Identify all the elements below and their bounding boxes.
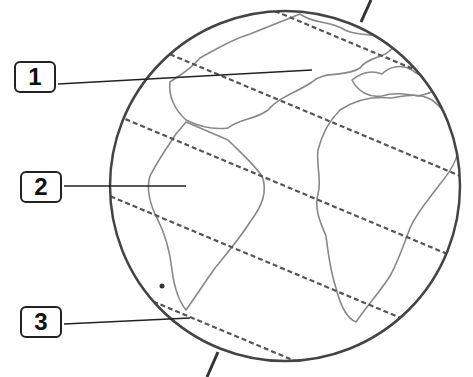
latitude-line [0,31,473,340]
latitude-line [0,177,473,377]
callout-number: 2 [34,175,47,199]
continent-outlines [148,14,460,322]
callout-number: 1 [28,65,41,89]
leader-line [58,70,312,84]
callout-number: 3 [34,310,47,334]
leader-line [64,185,186,186]
callout-box: 1 [14,61,56,93]
leader-line [64,318,190,324]
earth-axis [361,0,371,22]
latitude-line [0,0,473,270]
callout-box: 2 [20,171,62,203]
earth-axis [207,352,218,377]
callout-box: 3 [20,306,62,338]
leader-lines [58,70,312,324]
